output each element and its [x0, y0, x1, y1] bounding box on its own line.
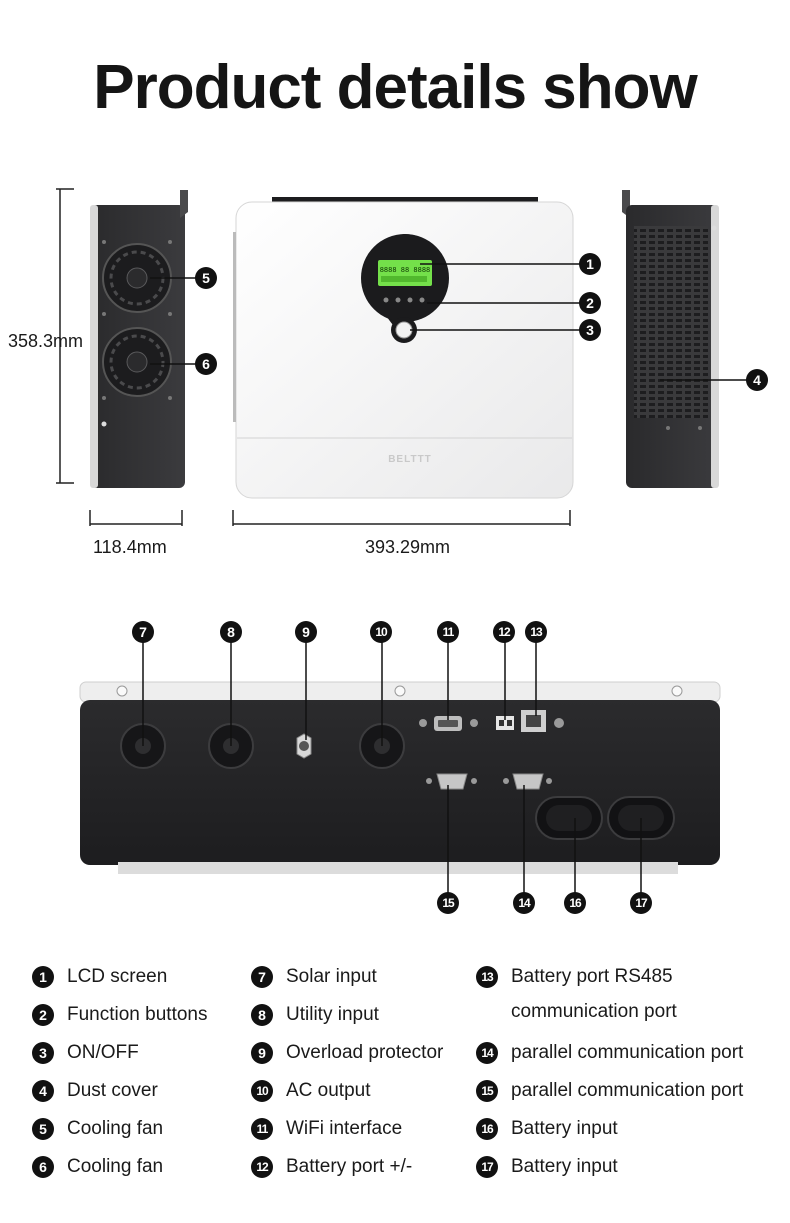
- callout-4: 4: [746, 369, 768, 391]
- legend-number: 16: [476, 1118, 498, 1140]
- legend-number: 17: [476, 1156, 498, 1178]
- legend-label: Battery port +/-: [286, 1156, 413, 1177]
- lcd-digits: 8888 88 8888: [380, 266, 431, 274]
- legend-label: WiFi interface: [286, 1118, 403, 1139]
- legend-label: Cooling fan: [67, 1156, 164, 1177]
- legend-number: 3: [32, 1042, 54, 1064]
- depth-dimension-label: 118.4mm: [93, 537, 167, 557]
- legend-label: Battery input: [511, 1156, 618, 1177]
- legend-label: Solar input: [286, 966, 377, 987]
- depth-dimension-line: [89, 510, 183, 526]
- callout-6: 6: [195, 353, 217, 375]
- callout-8: 8: [220, 621, 242, 643]
- legend-label: LCD screen: [67, 966, 168, 987]
- page-title: Product details show: [93, 53, 698, 122]
- legend-number: 1: [32, 966, 54, 988]
- legend-number: 15: [476, 1080, 498, 1102]
- callout-5: 5: [195, 267, 217, 289]
- legend-number: 14: [476, 1042, 498, 1064]
- legend-label: parallel communication port: [511, 1042, 744, 1063]
- legend-number: 6: [32, 1156, 54, 1178]
- legend-label: Cooling fan: [67, 1118, 164, 1139]
- legend-label: parallel communication port: [511, 1080, 744, 1101]
- legend-number: 12: [251, 1156, 273, 1178]
- height-dimension-line: [56, 188, 74, 484]
- callout-13: 13: [525, 621, 547, 643]
- bottom-view: [79, 681, 721, 874]
- legend-label: AC output: [286, 1080, 371, 1101]
- legend-label: Dust cover: [67, 1080, 158, 1101]
- width-dimension-line: [232, 510, 571, 526]
- callout-9: 9: [295, 621, 317, 643]
- legend-number: 10: [251, 1080, 273, 1102]
- left-side-view: [90, 190, 188, 488]
- legend-label-continuation: communication port: [511, 1001, 677, 1022]
- callout-11: 11: [437, 621, 459, 643]
- callout-17: 17: [630, 892, 652, 914]
- callout-3: 3: [579, 319, 601, 341]
- height-dimension-label: 358.3mm: [8, 331, 84, 351]
- callout-16: 16: [564, 892, 586, 914]
- callout-7: 7: [132, 621, 154, 643]
- width-dimension-label: 393.29mm: [365, 537, 451, 557]
- callout-15: 15: [437, 892, 459, 914]
- legend-label: Function buttons: [67, 1004, 208, 1025]
- right-side-view: [622, 190, 719, 488]
- brand-logo: BELTTT: [388, 454, 432, 465]
- legend-label: ON/OFF: [67, 1042, 139, 1063]
- callout-1: 1: [579, 253, 601, 275]
- callout-2: 2: [579, 292, 601, 314]
- legend-number: 4: [32, 1080, 54, 1102]
- front-view: 8888 88 8888 BELTTT: [233, 197, 574, 499]
- callout-10: 10: [370, 621, 392, 643]
- legend-number: 13: [476, 966, 498, 988]
- legend-number: 11: [251, 1118, 273, 1140]
- legend-number: 9: [251, 1042, 273, 1064]
- legend-number: 5: [32, 1118, 54, 1140]
- callout-14: 14: [513, 892, 535, 914]
- leader-lines-bottom: [142, 642, 642, 893]
- callout-12: 12: [493, 621, 515, 643]
- legend-number: 8: [251, 1004, 273, 1026]
- legend-label: Battery input: [511, 1118, 618, 1139]
- legend-number: 7: [251, 966, 273, 988]
- legend-label: Overload protector: [286, 1042, 444, 1063]
- legend-label: Utility input: [286, 1004, 379, 1025]
- legend-number: 2: [32, 1004, 54, 1026]
- legend-label: Battery port RS485: [511, 966, 673, 987]
